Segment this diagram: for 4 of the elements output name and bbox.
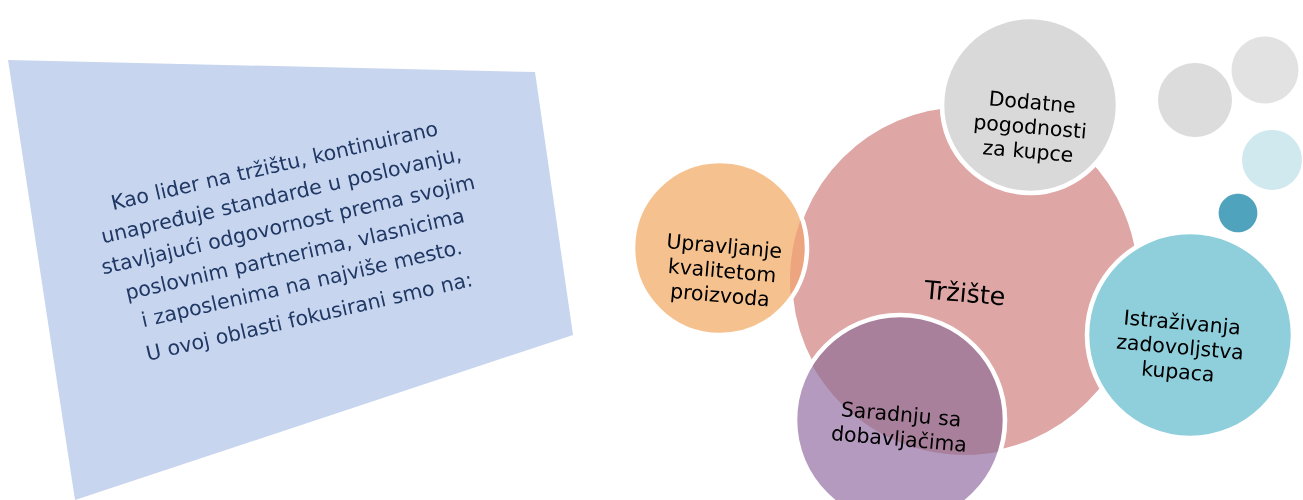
bubble-circle: [1231, 36, 1299, 104]
bubble-circle: [1242, 130, 1302, 190]
bubble-circle: [1218, 193, 1258, 233]
bubble-circle: [1158, 63, 1232, 137]
